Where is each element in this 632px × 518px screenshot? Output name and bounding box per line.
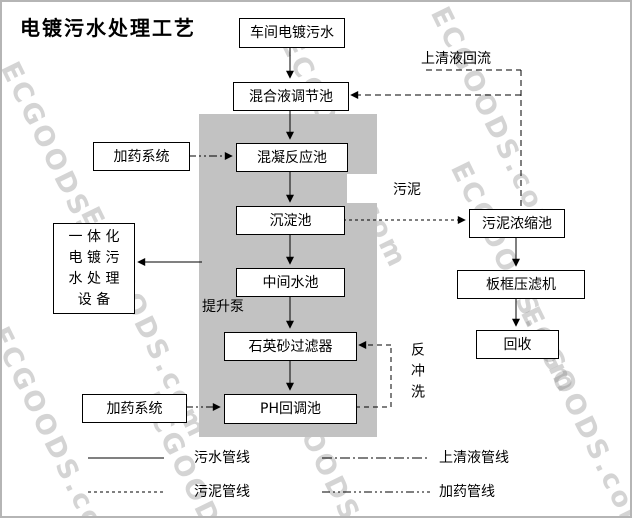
legend-label-supernatant: 上清液管线 (439, 450, 509, 466)
node-filter-press: 板框压滤机 (457, 270, 585, 299)
sludge-label: 污泥 (347, 174, 425, 203)
legend-label-dosing: 加药管线 (439, 484, 495, 500)
node-sludge-thickener: 污泥浓缩池 (469, 209, 565, 238)
node-ph-adjust-tank: PH回调池 (224, 394, 357, 424)
supernatant-return-label: 上清液回流 (421, 51, 491, 67)
node-dosing-system-bottom: 加药系统 (82, 394, 187, 423)
node-sand-filter: 石英砂过滤器 (224, 332, 357, 361)
node-coagulation-tank: 混凝反应池 (236, 143, 348, 172)
legend-label-wastewater: 污水管线 (194, 450, 250, 466)
node-dosing-system-top: 加药系统 (93, 142, 190, 171)
diagram-title: 电镀污水处理工艺 (20, 16, 196, 40)
sludge-label-text: 污泥 (393, 181, 421, 198)
backwash-label: 反冲洗 (409, 342, 425, 405)
node-integrated-device: 一 体 化 电 镀 污 水 处 理 设 备 (53, 223, 135, 314)
lift-pump-label: 提升泵 (202, 299, 244, 315)
legend-label-sludge: 污泥管线 (194, 484, 250, 500)
node-recycle: 回收 (476, 330, 559, 359)
node-sedimentation-tank: 沉淀池 (236, 206, 345, 235)
node-workshop-wastewater: 车间电镀污水 (239, 18, 345, 48)
node-mixing-tank: 混合液调节池 (233, 82, 349, 111)
node-intermediate-tank: 中间水池 (236, 268, 345, 297)
